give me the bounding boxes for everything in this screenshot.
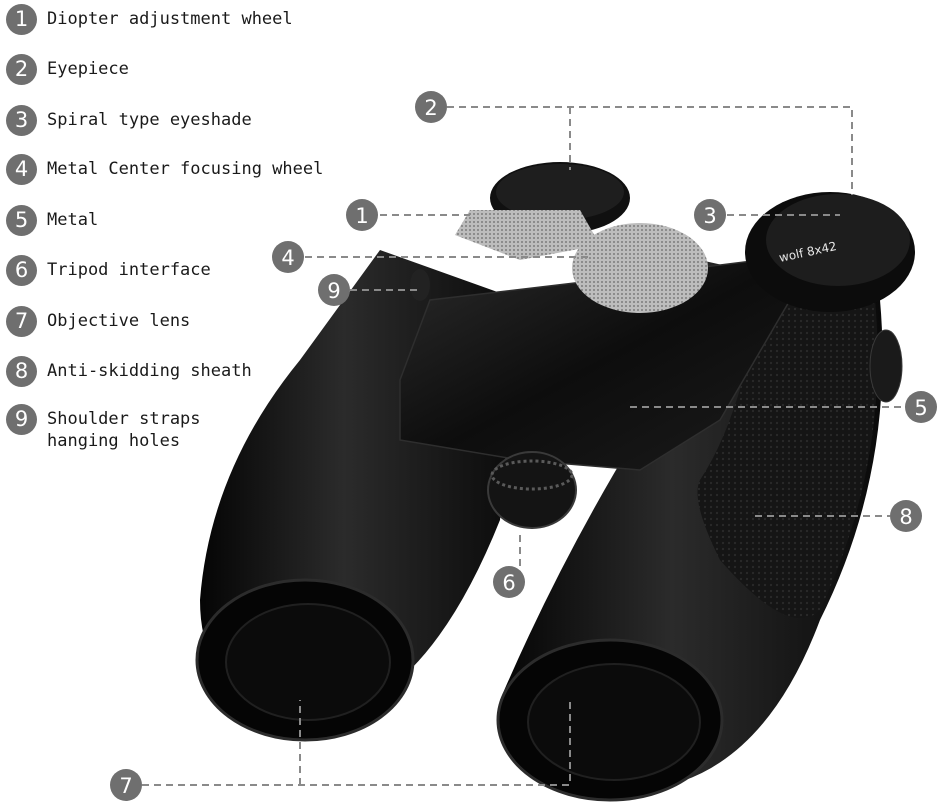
leader-7 — [142, 700, 571, 786]
callout-1-label: 1 — [355, 204, 368, 228]
legend-number-2: 2 — [6, 54, 37, 85]
callout-9-label: 9 — [327, 279, 340, 303]
legend-label-5: Metal — [47, 210, 99, 230]
legend-item-9: 9 Shoulder straps hanging holes — [6, 404, 201, 452]
legend-number-3: 3 — [6, 105, 37, 136]
side-knob — [869, 329, 903, 403]
callout-5: 5 — [905, 391, 937, 423]
leader-2 — [447, 106, 853, 195]
callout-5-label: 5 — [914, 396, 927, 420]
left-eyepiece-rim — [496, 164, 624, 220]
legend-number-6: 6 — [6, 255, 37, 286]
left-objective-lens — [225, 603, 391, 721]
legend-number-9: 9 — [6, 404, 37, 435]
tripod-thread — [490, 459, 574, 491]
legend-item-4: 4 Metal Center focusing wheel — [6, 154, 323, 185]
callout-3: 3 — [694, 199, 726, 231]
legend-label-9: Shoulder straps hanging holes — [47, 409, 201, 451]
legend-item-3: 3 Spiral type eyeshade — [6, 105, 252, 136]
legend-number-1: 1 — [6, 4, 37, 35]
callout-3-label: 3 — [703, 204, 716, 228]
binocular-illustration: wolf 8x42 — [195, 162, 915, 802]
callout-2: 2 — [415, 91, 447, 123]
legend-item-8: 8 Anti-skidding sheath — [6, 356, 252, 387]
legend-label-1: Diopter adjustment wheel — [47, 9, 293, 29]
legend-item-5: 5 Metal — [6, 205, 98, 236]
legend-label-2: Eyepiece — [47, 59, 129, 79]
legend-label-7: Objective lens — [47, 311, 191, 331]
legend-label-8: Anti-skidding sheath — [47, 361, 252, 381]
legend-number-4: 4 — [6, 154, 37, 185]
metal-bridge — [399, 259, 791, 471]
legend-label-3: Spiral type eyeshade — [47, 110, 252, 130]
focus-wheel — [572, 223, 708, 313]
callout-8-label: 8 — [899, 505, 912, 529]
legend-number-7: 7 — [6, 306, 37, 337]
right-objective-lens — [527, 663, 701, 781]
callout-1: 1 — [346, 199, 378, 231]
legend-item-1: 1 Diopter adjustment wheel — [6, 4, 293, 35]
callout-4: 4 — [272, 241, 304, 273]
callout-2-label: 2 — [424, 96, 437, 120]
callout-6-label: 6 — [502, 571, 515, 595]
leader-lines — [142, 106, 905, 786]
legend-item-7: 7 Objective lens — [6, 306, 190, 337]
legend-label-6: Tripod interface — [47, 260, 211, 280]
legend-number-5: 5 — [6, 205, 37, 236]
callout-7-label: 7 — [119, 774, 132, 798]
legend-item-6: 6 Tripod interface — [6, 255, 211, 286]
callout-4-label: 4 — [281, 246, 294, 270]
diopter-wheel — [455, 210, 600, 260]
legend-number-8: 8 — [6, 356, 37, 387]
legend-label-4: Metal Center focusing wheel — [47, 159, 324, 179]
callout-8: 8 — [890, 500, 922, 532]
grip-sheath — [697, 300, 878, 619]
right-eyepiece-rim — [766, 194, 910, 286]
callout-6: 6 — [493, 566, 525, 598]
callout-7: 7 — [110, 769, 142, 801]
callout-9: 9 — [318, 274, 350, 306]
legend-item-2: 2 Eyepiece — [6, 54, 129, 85]
strap-hole — [410, 269, 430, 301]
